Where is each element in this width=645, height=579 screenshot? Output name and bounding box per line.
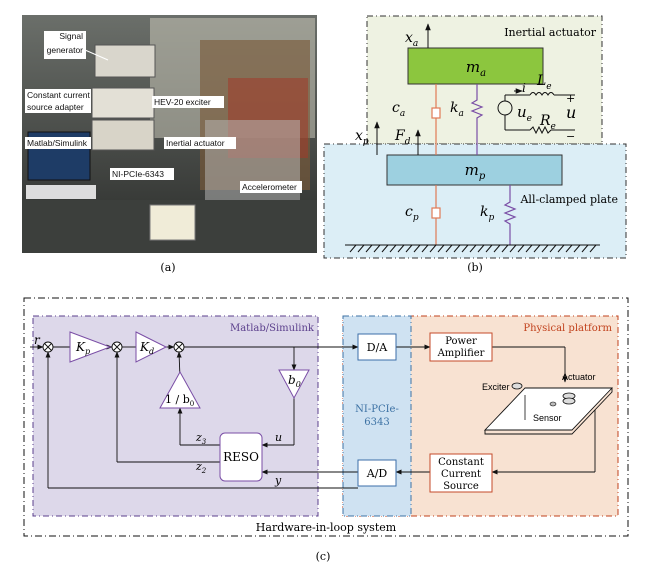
photo-signal-generator xyxy=(94,44,156,78)
damper-cp xyxy=(431,185,441,245)
label-cc-adapter-2: source adapter xyxy=(27,102,84,112)
label-bg xyxy=(25,89,91,113)
label-daq: NI-PCIe-6343 xyxy=(112,169,164,179)
label-bg xyxy=(164,137,236,149)
ca-label: ca xyxy=(392,100,405,119)
b0-block xyxy=(278,369,310,400)
kp-block-label: Kp xyxy=(75,340,90,356)
reso-label: RESO xyxy=(223,450,259,464)
plate-mass xyxy=(386,154,563,186)
ground xyxy=(345,244,600,253)
plus-sign: + xyxy=(566,92,575,105)
matlab-label: Matlab/Simulink xyxy=(230,323,315,334)
ma-label: ma xyxy=(466,58,486,79)
label-matlab: Matlab/Simulink xyxy=(27,138,88,148)
b0-label: b0 xyxy=(288,373,301,389)
kp-gain-block xyxy=(69,331,112,363)
label-bg xyxy=(110,168,174,180)
panel-c-diagram: Matlab/Simulink Physical platform NI-PCI… xyxy=(23,297,629,537)
actuator-label: Actuator xyxy=(562,372,596,382)
plate-sketch xyxy=(483,382,614,435)
panel-b-model: Inertial actuator All-clamped plate ma x… xyxy=(323,15,627,259)
ccs-block xyxy=(429,453,493,493)
minus-sign: − xyxy=(566,130,575,143)
power-amp-label-1: Power xyxy=(445,336,477,347)
label-bg xyxy=(240,181,302,193)
leader-line xyxy=(84,49,109,61)
photo-adapter xyxy=(91,87,155,119)
hil-label: Hardware-in-loop system xyxy=(256,521,397,534)
xp-label: xp xyxy=(355,128,369,147)
ue-label: ue xyxy=(517,103,532,124)
photo-keyboard xyxy=(26,185,96,199)
power-amp-label-2: Amplifier xyxy=(437,348,485,359)
inv-b0-block xyxy=(159,370,201,409)
label-bg xyxy=(44,31,86,59)
sensor-label: Sensor xyxy=(533,413,562,423)
reso-block xyxy=(219,432,263,482)
u-label: u xyxy=(566,103,576,122)
photo-daq-box xyxy=(91,119,155,151)
z3-label: z3 xyxy=(195,431,207,446)
i-label: i xyxy=(522,81,526,95)
ccs-label-3: Source xyxy=(443,481,479,492)
plate-label: All-clamped plate xyxy=(519,193,618,206)
actuator-mass xyxy=(407,47,544,85)
power-amplifier-block xyxy=(429,332,493,362)
caption-b: (b) xyxy=(467,261,483,274)
electrical-circuit xyxy=(497,88,575,135)
inertial-actuator-label: Inertial actuator xyxy=(504,26,597,39)
inv-b0-label: 1 / b0 xyxy=(165,393,194,408)
sensor-device xyxy=(549,401,557,407)
kd-gain-block xyxy=(135,331,168,363)
kd-block-label: Kd xyxy=(139,340,154,356)
photo-paper xyxy=(149,204,196,241)
label-inertial-actuator: Inertial actuator xyxy=(166,138,225,148)
panel-a-photo: Signal generator Constant current source… xyxy=(22,15,317,253)
kp-label: kp xyxy=(480,204,494,223)
mp-label: mp xyxy=(465,161,486,182)
hil-border xyxy=(23,297,629,537)
le-label: Le xyxy=(536,73,552,92)
z2-label: z2 xyxy=(195,460,207,475)
damper-ca xyxy=(431,84,441,155)
fd-label: Fd xyxy=(394,128,411,147)
physical-label: Physical platform xyxy=(523,323,612,334)
label-accelerometer: Accelerometer xyxy=(242,182,297,192)
ad-block xyxy=(357,459,397,487)
label-cc-adapter-1: Constant current xyxy=(27,90,90,100)
summing-junctions xyxy=(42,341,185,353)
ccs-label-1: Constant xyxy=(438,457,484,468)
exciter-label: Exciter xyxy=(482,382,510,392)
cp-label: cp xyxy=(405,204,419,223)
caption-c: (c) xyxy=(316,550,331,563)
spring-kp xyxy=(503,185,517,245)
caption-a: (a) xyxy=(160,261,175,274)
ka-label: ka xyxy=(450,100,464,119)
ccs-label-2: Current xyxy=(441,469,481,480)
exciter-device xyxy=(511,382,523,390)
label-signal-generator-2: generator xyxy=(47,45,84,55)
y-signal-label: y xyxy=(274,474,282,487)
label-bg xyxy=(25,137,91,149)
da-label: D/A xyxy=(367,341,389,354)
r-label: r xyxy=(34,333,41,347)
daq-label-1: NI-PCIe- xyxy=(355,404,399,415)
spring-ka xyxy=(470,84,484,155)
ad-label: A/D xyxy=(366,467,388,480)
u-signal-label: u xyxy=(275,431,282,444)
xa-label: xa xyxy=(405,30,418,49)
da-block xyxy=(357,333,397,361)
label-exciter: HEV-20 exciter xyxy=(154,97,211,107)
re-label: Re xyxy=(539,113,556,132)
label-signal-generator-1: Signal xyxy=(59,31,83,41)
label-bg xyxy=(152,96,224,108)
daq-label-2: 6343 xyxy=(364,417,389,428)
